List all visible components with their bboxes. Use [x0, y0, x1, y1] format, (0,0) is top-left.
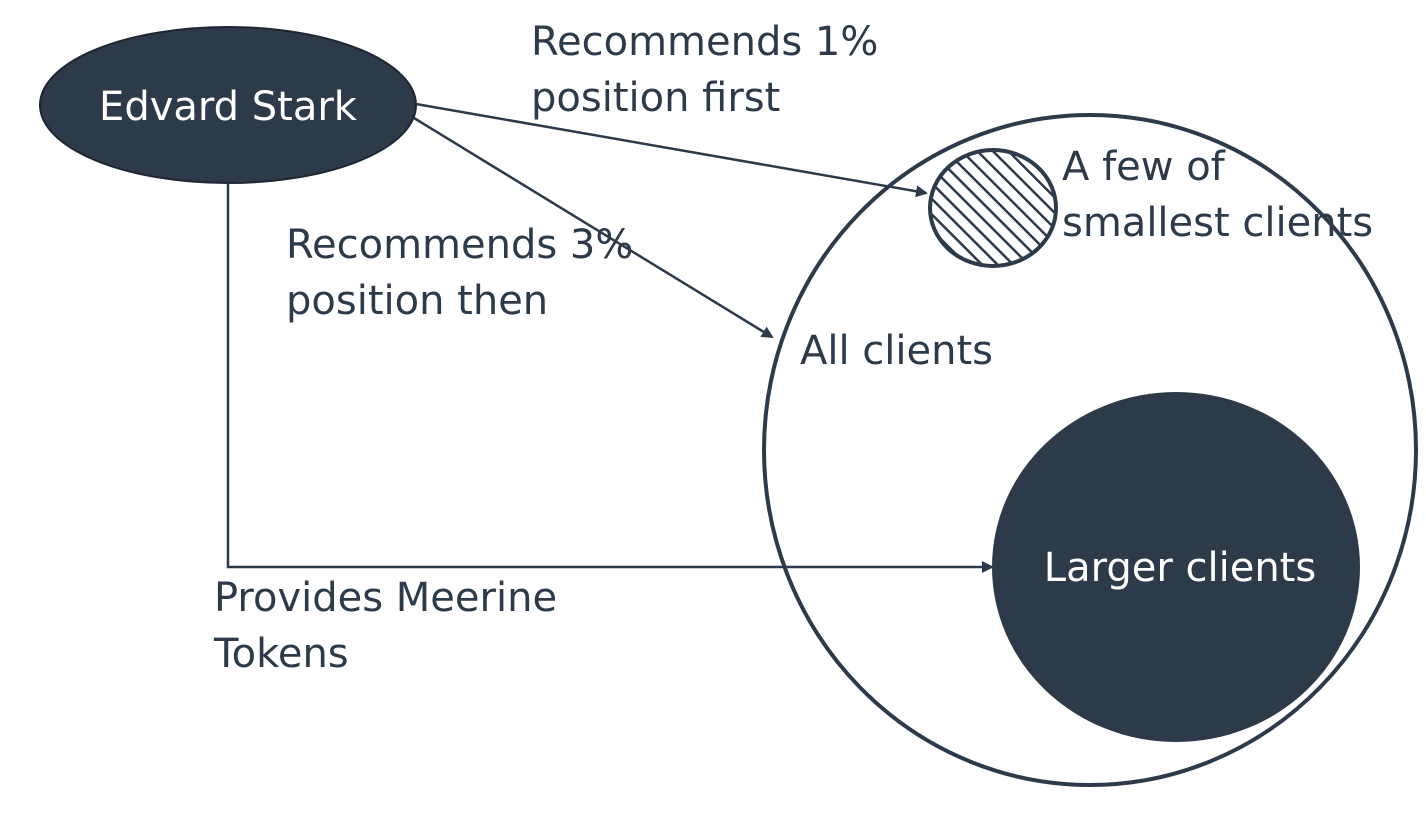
smallest-clients-circle — [928, 148, 1058, 268]
edvard-stark-label: Edvard Stark — [99, 84, 358, 130]
recommends-then-label-line2: position then — [286, 278, 548, 324]
all-clients-label: All clients — [800, 328, 993, 374]
edge-provides-tokens — [226, 183, 994, 573]
larger-clients-label: Larger clients — [1044, 545, 1316, 591]
provides-tokens-label-line1: Provides Meerine — [214, 575, 557, 621]
larger-clients-circle — [992, 392, 1360, 742]
smallest-clients-label-line1: A few of — [1062, 144, 1226, 190]
recommends-then-label-line1: Recommends 3% — [286, 222, 633, 268]
provides-tokens-label-line2: Tokens — [213, 631, 349, 677]
smallest-clients-label-line2: smallest clients — [1062, 200, 1373, 246]
edge-recommends-first — [415, 102, 928, 198]
recommends-first-label-line2: position first — [531, 75, 780, 121]
edge-recommends-then — [413, 116, 774, 339]
recommends-first-label-line1: Recommends 1% — [531, 19, 878, 65]
